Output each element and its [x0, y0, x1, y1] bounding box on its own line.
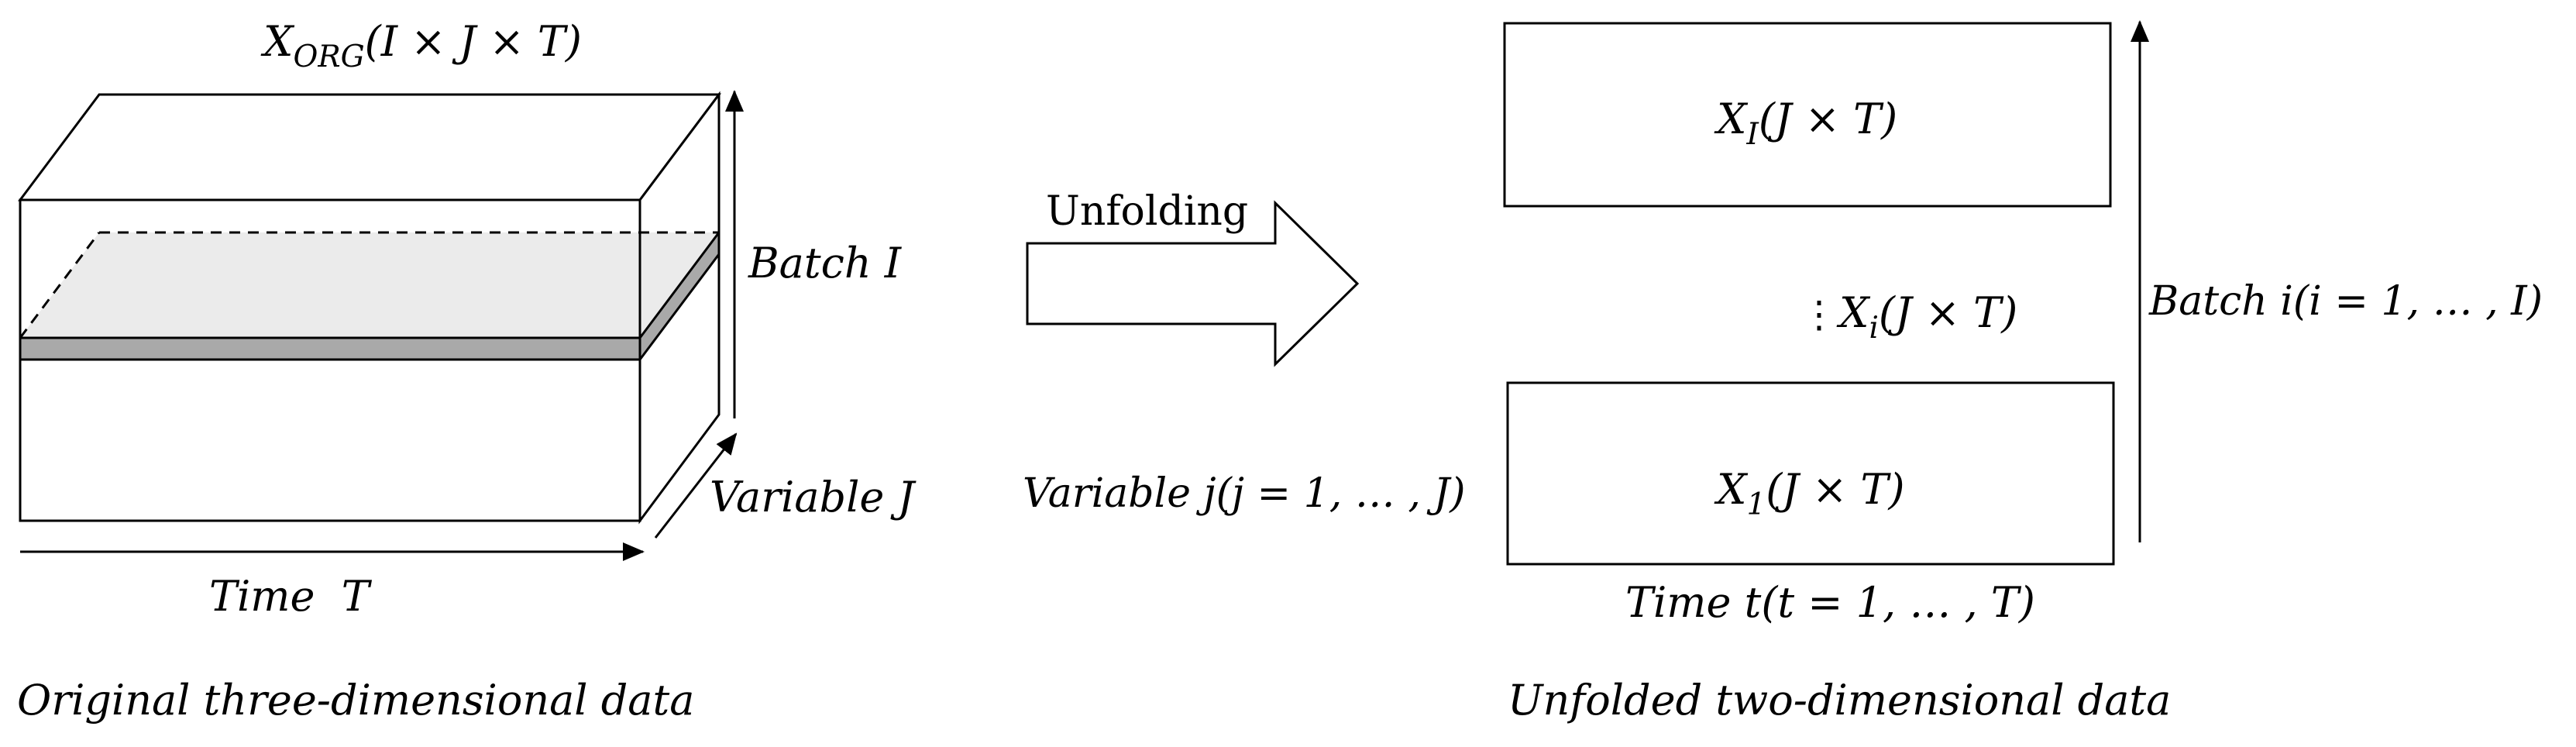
data-cube: [18, 91, 721, 525]
variable-label: Variable J: [710, 473, 917, 522]
right-caption: Unfolded two-dimensional data: [1508, 676, 2171, 725]
ellipsis-dots: ⋮: [1800, 293, 1838, 336]
time-label: Time T: [209, 572, 373, 621]
unfolding-arrow: [1026, 200, 1360, 367]
unfolding-label: Unfolding: [1046, 188, 1248, 235]
slice-top: [20, 232, 719, 338]
unfolded-batch-label: Batch i(i = 1, … , I): [2148, 278, 2543, 325]
slice-hidden-edge-left: [19, 232, 101, 339]
bottom-batch-box: [1506, 381, 2115, 566]
variable-axis-arrow: [654, 432, 738, 539]
bottom-batch-box-label: X1(J × T): [1714, 465, 1905, 522]
unfolded-time-label: Time t(t = 1, … , T): [1625, 578, 2035, 627]
unfolded-variable-label: Variable j(j = 1, … , J): [1023, 470, 1466, 517]
left-caption: Original three-dimensional data: [17, 676, 694, 725]
batch-label: Batch I: [748, 239, 903, 287]
cube-title: XORG(I × J × T): [260, 17, 582, 74]
top-batch-box-label: XI(J × T): [1714, 95, 1897, 152]
slice-front-band: [19, 336, 641, 361]
cube-top-face: [18, 93, 721, 201]
top-batch-box: [1503, 22, 2112, 208]
middle-batch-label: Xi(J × T): [1836, 288, 2017, 346]
